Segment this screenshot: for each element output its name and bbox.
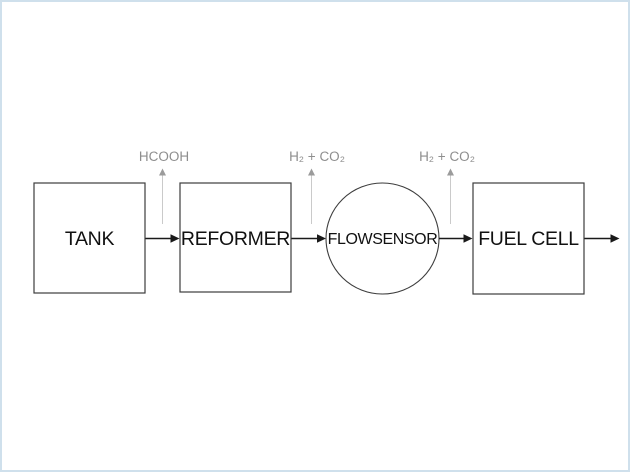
stream-h2-co2-1: H₂ + CO₂ (289, 149, 345, 224)
flow-arrow-reformer-flowsensor (291, 234, 326, 243)
stream-h2-co2-label: H₂ + CO₂ (419, 149, 475, 164)
flow-arrow-flowsensor-fuelcell (439, 234, 473, 243)
node-flowsensor: FLOWSENSOR (325, 182, 440, 295)
node-fuel-cell: FUEL CELL (472, 182, 585, 295)
arrowhead-up-icon (447, 168, 454, 176)
arrowhead-up-icon (159, 168, 166, 176)
reformer-box (179, 182, 292, 293)
flowsensor-label: FLOWSENSOR (328, 231, 438, 248)
node-reformer: REFORMER (179, 182, 292, 293)
arrowhead-right-icon (463, 234, 473, 243)
arrowhead-right-icon (170, 234, 180, 243)
stream-h2-co2-label: H₂ + CO₂ (289, 149, 345, 164)
stream-hcooh: HCOOH (139, 149, 189, 224)
tank-box (33, 182, 146, 294)
arrowhead-right-icon (317, 234, 326, 243)
fuel-cell-label: FUEL CELL (478, 228, 579, 250)
stream-hcooh-label: HCOOH (139, 149, 189, 164)
node-tank: TANK (33, 182, 146, 294)
flow-arrow-tank-reformer (145, 234, 180, 243)
reformer-label: REFORMER (181, 228, 290, 250)
arrowhead-right-icon (610, 234, 620, 243)
flow-arrow-output (584, 234, 620, 243)
tank-label: TANK (65, 228, 115, 250)
stream-h2-co2-2: H₂ + CO₂ (419, 149, 475, 224)
fuel-cell-box (472, 182, 585, 295)
arrowhead-up-icon (308, 168, 315, 176)
